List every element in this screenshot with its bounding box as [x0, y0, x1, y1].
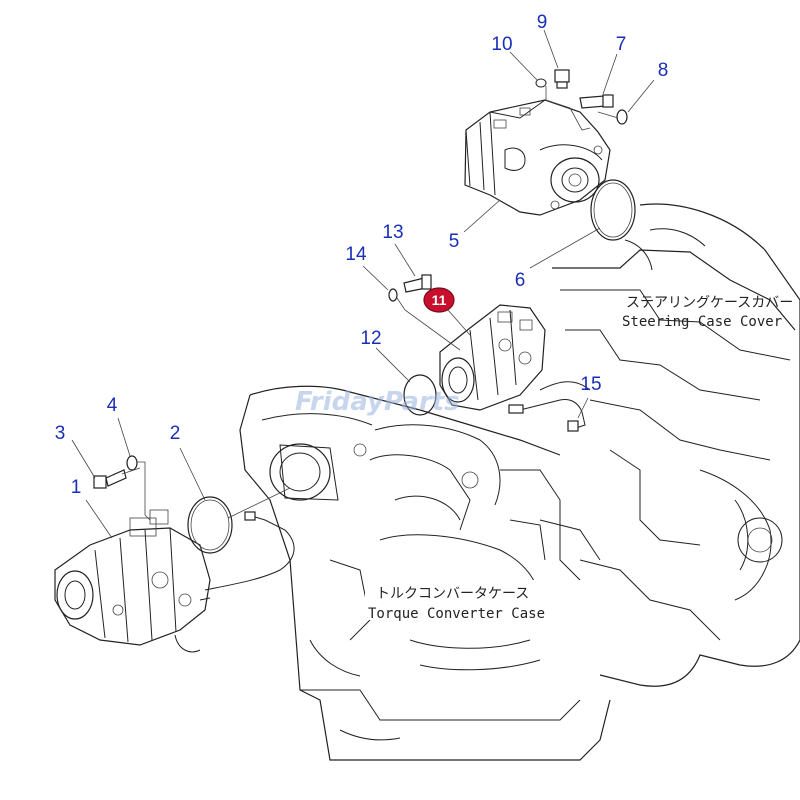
part-3-bolt — [93, 469, 127, 489]
torque-converter-case-drawing — [239, 385, 611, 761]
part-12-o-ring — [403, 374, 437, 416]
part-4-washer — [126, 455, 138, 471]
callout-13: 13 — [382, 222, 403, 243]
callout-2: 2 — [170, 423, 181, 444]
part-10-o-ring — [535, 78, 547, 88]
callout-15: 15 — [580, 374, 601, 395]
part-1-connector — [244, 511, 256, 521]
callout-7: 7 — [616, 34, 627, 55]
callout-12: 12 — [360, 328, 381, 349]
callout-11: 11 — [432, 292, 447, 308]
callout-labels: 1 2 3 4 5 6 7 8 9 10 12 13 14 15 — [55, 12, 669, 498]
part-1-harness — [204, 515, 295, 591]
part-11-drawing — [439, 304, 591, 411]
part-8-washer — [616, 109, 628, 125]
callout-11-highlight: 11 — [423, 287, 455, 313]
part-2-o-ring — [187, 496, 233, 554]
part-6-o-ring-inner — [593, 182, 633, 238]
part-14-washer — [388, 288, 398, 302]
part-9-plug — [554, 69, 570, 89]
torque-label-bg — [365, 580, 555, 620]
callout-6: 6 — [515, 270, 526, 291]
callout-14: 14 — [345, 244, 367, 265]
steering-case-label-jp: ステアリングケースカバー — [626, 295, 793, 311]
part-2-o-ring-inner — [190, 499, 230, 551]
part-7-bolt — [579, 94, 614, 109]
steering-case-cover-drawing — [539, 203, 800, 687]
part-13-bolt — [403, 274, 432, 293]
torque-case-label-en: Torque Converter Case — [368, 606, 545, 622]
part-1-drawing — [54, 509, 211, 653]
torque-case-label-jp: トルクコンバータケース — [376, 586, 529, 602]
callout-3: 3 — [55, 423, 66, 444]
callout-1: 1 — [71, 477, 82, 498]
callout-9: 9 — [537, 12, 548, 33]
callout-8: 8 — [658, 60, 669, 81]
part-6-o-ring — [590, 179, 636, 241]
callout-4: 4 — [107, 395, 118, 416]
callout-5: 5 — [449, 231, 460, 252]
part-15-sensor — [508, 399, 586, 432]
leader-lines — [71, 29, 655, 539]
callout-10: 10 — [491, 34, 512, 55]
part-5-drawing — [464, 99, 611, 216]
steering-case-label-en: Steering Case Cover — [622, 314, 782, 330]
watermark-logo: FridayParts — [295, 387, 460, 417]
